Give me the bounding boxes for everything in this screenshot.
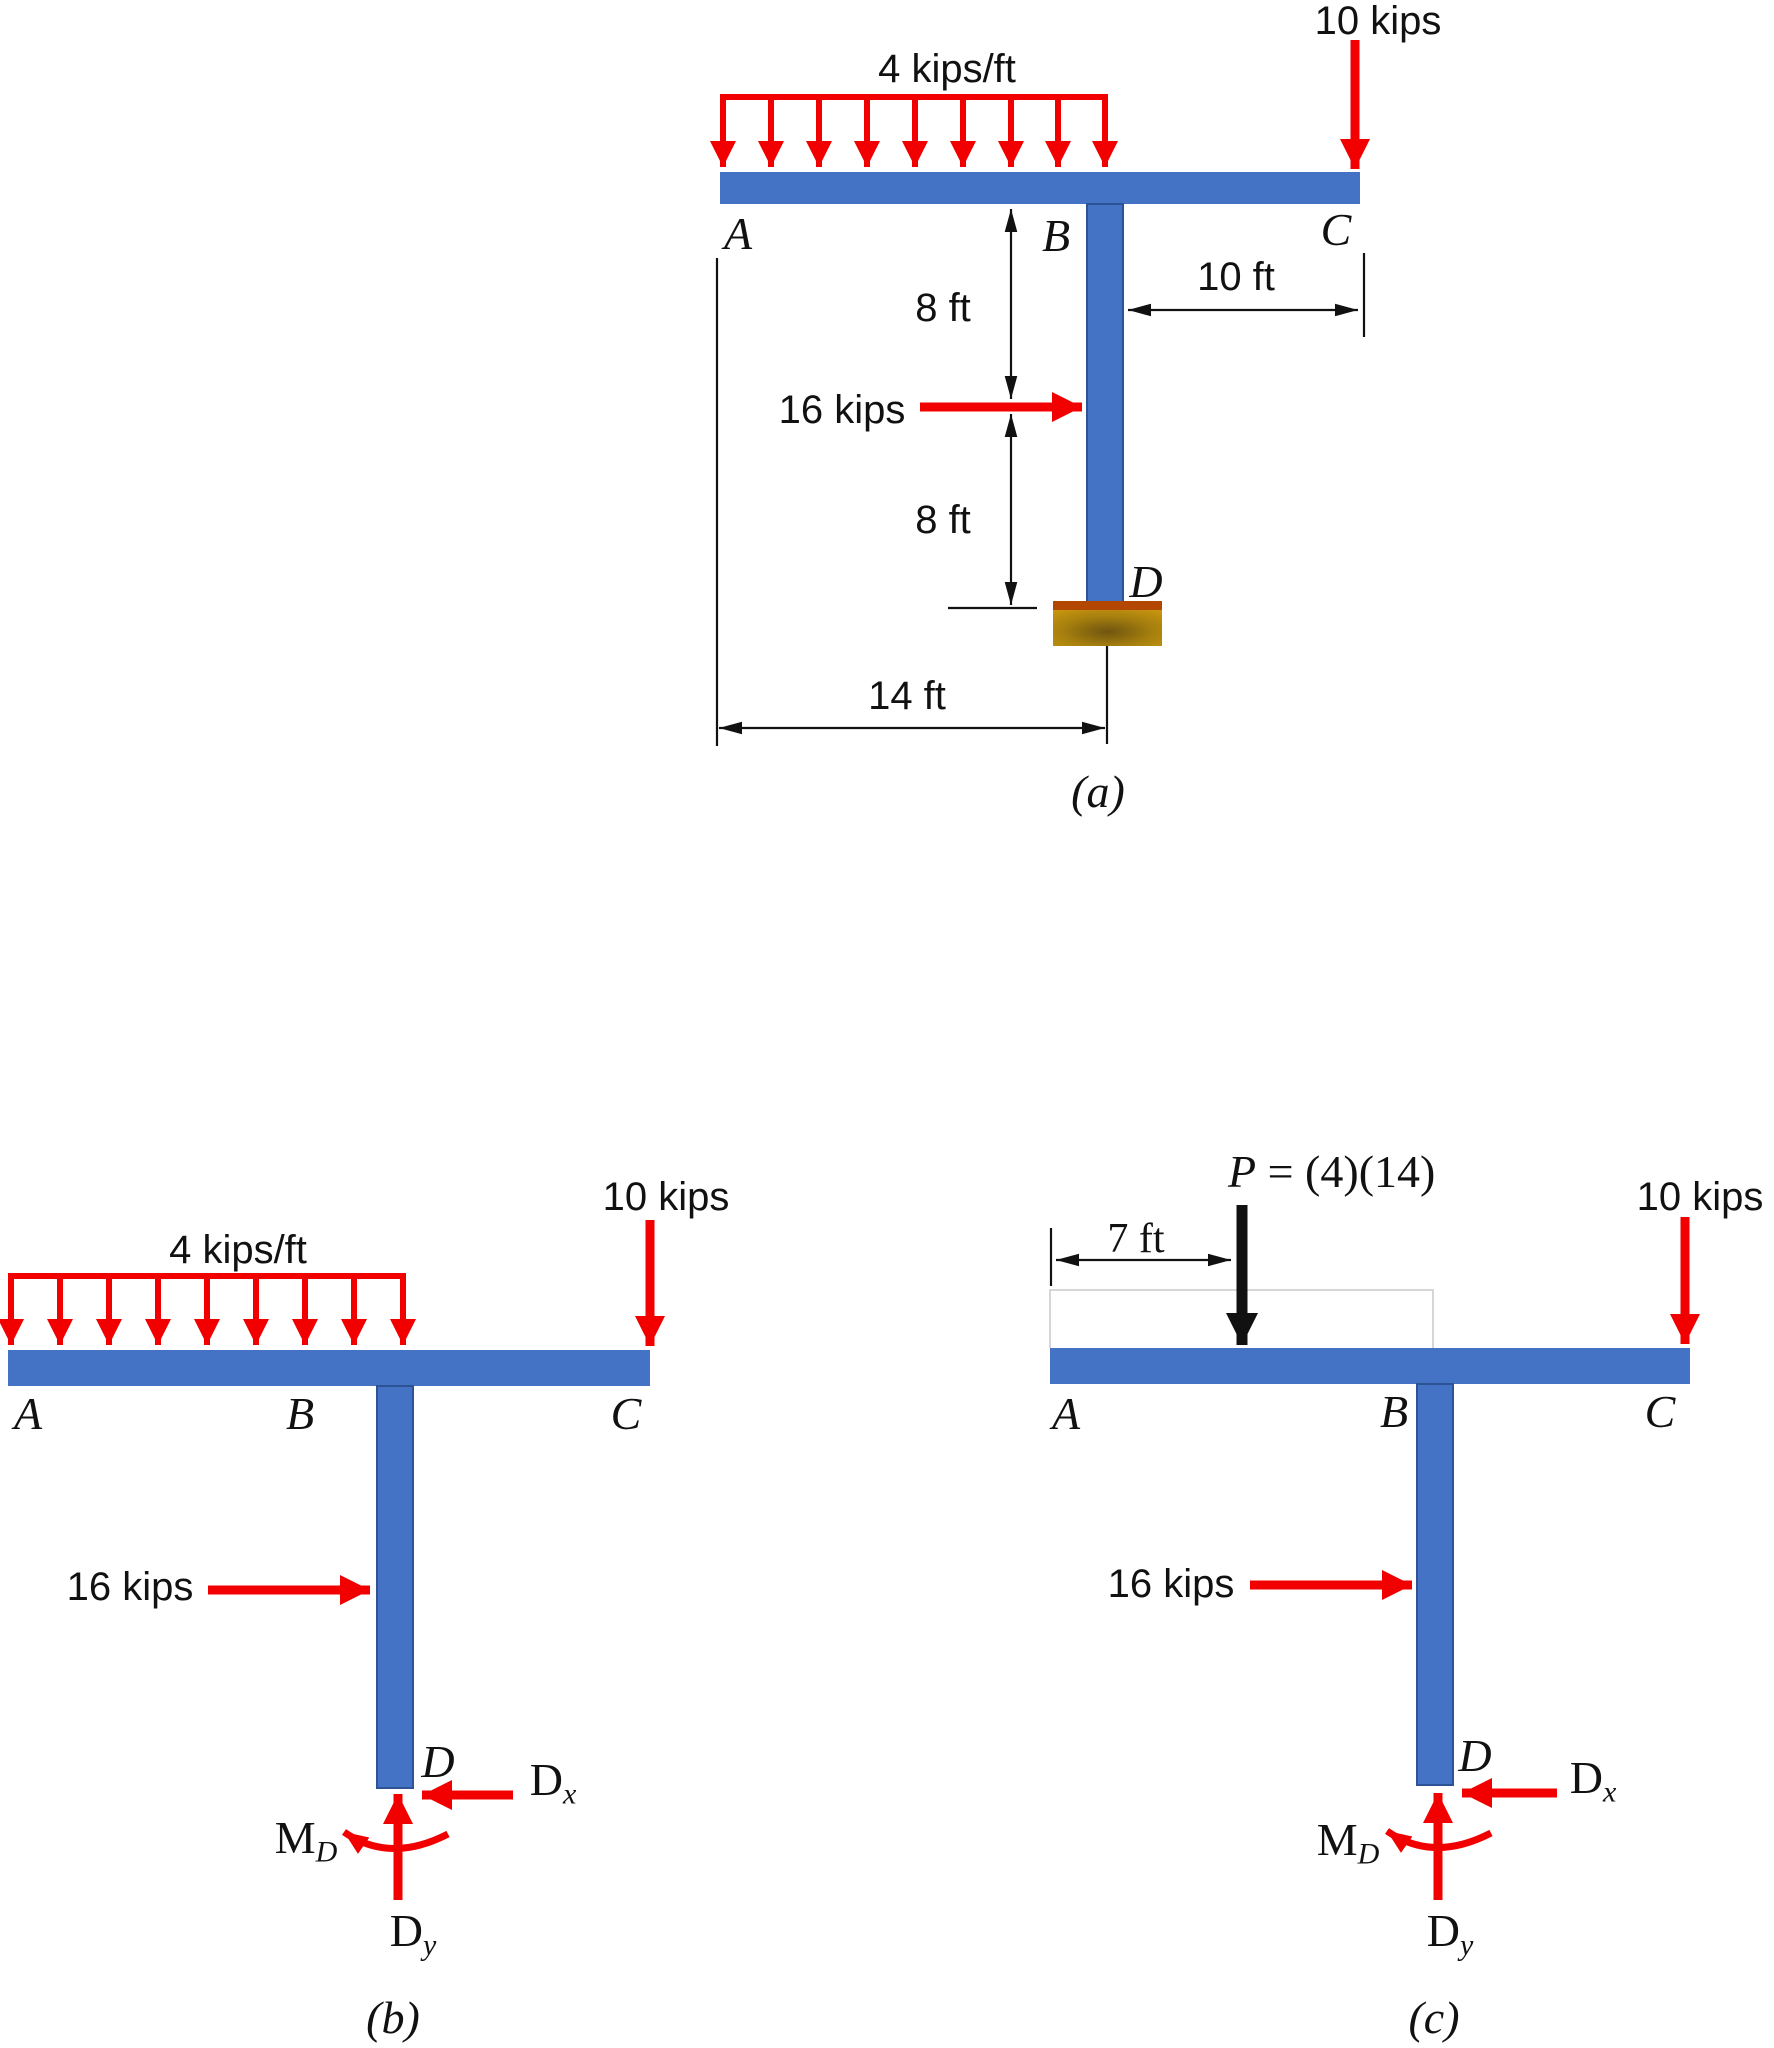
node-label-c-a: C	[1320, 204, 1352, 255]
reaction-dx-label-c: Dx	[1569, 1752, 1617, 1809]
dim-8ft-lines	[948, 209, 1037, 610]
resultant-p-label-c: P = (4)(14)	[1228, 1146, 1436, 1197]
column-bd-a	[1086, 203, 1124, 607]
distributed-load-label-b: 4 kips/ft	[169, 1228, 307, 1272]
figure-b-drawing	[0, 1220, 665, 1900]
node-label-d-a: D	[1129, 556, 1163, 607]
dim-7ft-label: 7 ft	[1107, 1216, 1165, 1262]
reaction-dx-label-b: Dx	[529, 1754, 577, 1811]
node-label-a-a: A	[723, 208, 753, 259]
side-load-label-c: 16 kips	[1107, 1562, 1235, 1606]
beam-abc-a	[720, 172, 1360, 204]
node-label-c-c: C	[1644, 1386, 1676, 1437]
caption-a: (a)	[1071, 766, 1125, 817]
fixed-support-d	[1053, 601, 1162, 744]
node-label-a-c: A	[1051, 1388, 1081, 1439]
reaction-md-label-b: MD	[274, 1812, 338, 1869]
reaction-moment-arc-c	[1385, 1828, 1493, 1853]
column-bd-b	[376, 1385, 414, 1789]
caption-b: (b)	[366, 1992, 420, 2043]
dim-7ft-lines	[1049, 1228, 1231, 1286]
column-bd-c	[1416, 1383, 1454, 1786]
distributed-load-arrows-a	[710, 94, 1118, 167]
beam-abc-b	[8, 1350, 650, 1386]
dim-8ft-lower-label: 8 ft	[915, 498, 971, 542]
distributed-load-label-a: 4 kips/ft	[878, 47, 1016, 91]
node-label-a-b: A	[13, 1388, 43, 1439]
dim-8ft-upper-label: 8 ft	[915, 286, 971, 330]
tip-load-label-a: 10 kips	[1314, 0, 1442, 43]
node-label-d-b: D	[421, 1736, 455, 1787]
node-label-b-b: B	[285, 1388, 315, 1439]
beam-abc-c	[1050, 1348, 1690, 1384]
side-load-label-a: 16 kips	[778, 388, 906, 432]
side-load-label-b: 16 kips	[66, 1565, 194, 1609]
figure-a-drawing	[710, 40, 1370, 746]
dim-14ft-lines	[715, 258, 1105, 746]
figure-c-drawing	[1049, 1205, 1700, 1900]
caption-c: (c)	[1408, 1992, 1460, 2043]
reaction-dy-label-c: Dy	[1426, 1905, 1474, 1962]
distributed-load-arrows-b	[0, 1273, 416, 1345]
tip-load-label-c: 10 kips	[1636, 1175, 1764, 1219]
reaction-moment-arc-b	[342, 1829, 450, 1854]
reaction-dy-label-b: Dy	[389, 1905, 437, 1962]
reaction-md-label-c: MD	[1316, 1814, 1380, 1871]
tip-load-label-b: 10 kips	[602, 1175, 730, 1219]
node-label-d-c: D	[1458, 1730, 1492, 1781]
node-label-b-c: B	[1379, 1386, 1409, 1437]
node-label-b-a: B	[1041, 210, 1071, 261]
dim-10ft-lines	[1128, 253, 1366, 337]
node-label-c-b: C	[610, 1388, 642, 1439]
dim-14ft-label: 14 ft	[868, 674, 946, 718]
dim-10ft-label: 10 ft	[1197, 255, 1275, 299]
